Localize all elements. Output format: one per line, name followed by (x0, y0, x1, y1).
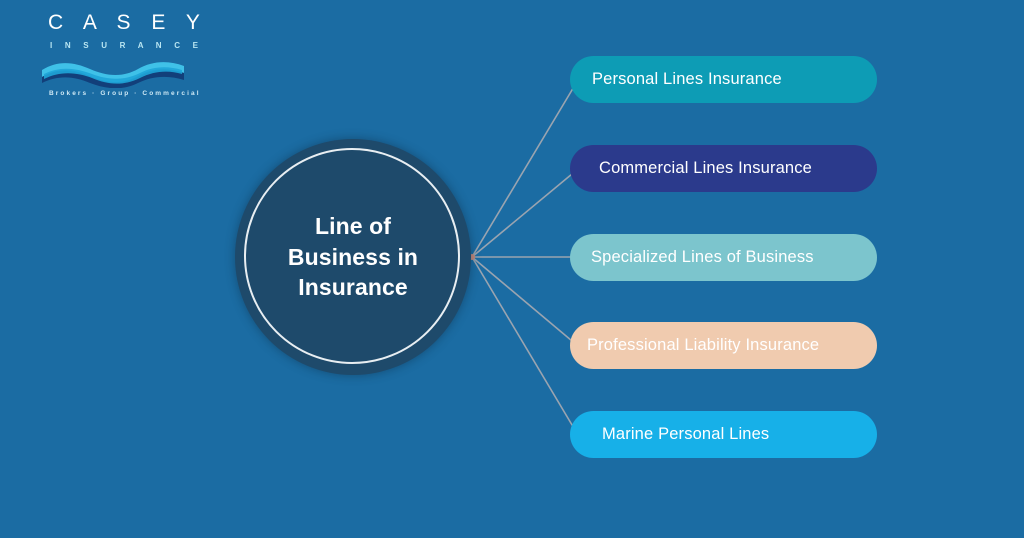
logo-tagline-text: Brokers · Group · Commercial (49, 90, 201, 97)
branch-label: Specialized Lines of Business (591, 248, 814, 266)
center-node-ring (244, 148, 460, 364)
branch-label: Commercial Lines Insurance (599, 159, 812, 177)
branch-label: Marine Personal Lines (602, 425, 770, 443)
connector-line-1 (471, 79, 579, 258)
connector-line-4 (471, 256, 579, 347)
branch-label: Professional Liability Insurance (587, 336, 820, 354)
center-node: Line of Business in Insurance (235, 139, 471, 375)
branch-pill-personal-lines-insurance[interactable]: Personal Lines Insurance (570, 56, 877, 103)
branch-pill-marine-personal-lines[interactable]: Marine Personal Lines (570, 411, 877, 458)
center-node-label: Line of Business in Insurance (235, 139, 471, 375)
logo-subtitle-text: I N S U R A N C E (50, 41, 204, 50)
branch-label: Personal Lines Insurance (592, 70, 782, 88)
branch-pill-specialized-lines-of-business[interactable]: Specialized Lines of Business (570, 234, 877, 281)
logo-brand-text: C A S E Y (48, 11, 208, 34)
logo-wave-icon (42, 62, 184, 88)
casey-insurance-logo: C A S E Y I N S U R A N C E Brokers · Gr… (40, 11, 208, 100)
branch-pill-professional-liability-insurance[interactable]: Professional Liability Insurance (570, 322, 877, 369)
connector-line-2 (471, 168, 579, 258)
connector-line-5 (471, 256, 579, 436)
branch-pill-commercial-lines-insurance[interactable]: Commercial Lines Insurance (570, 145, 877, 192)
center-node-text: Line of Business in Insurance (287, 213, 419, 301)
